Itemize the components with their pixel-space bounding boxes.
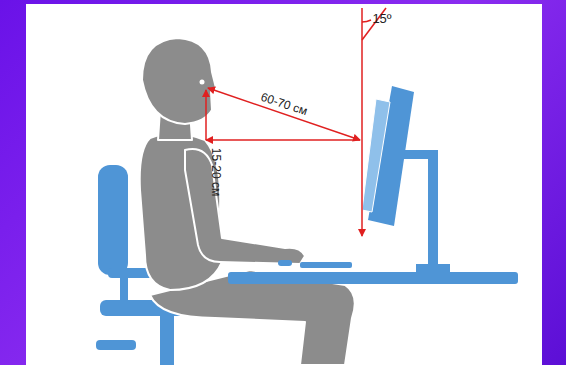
measurement-lines	[206, 8, 386, 236]
eye	[200, 80, 205, 85]
height-label: 15-20 см	[210, 148, 222, 196]
monitor	[362, 86, 450, 272]
desk	[228, 260, 518, 284]
person	[140, 38, 355, 365]
angle-label: 15º	[372, 12, 391, 25]
